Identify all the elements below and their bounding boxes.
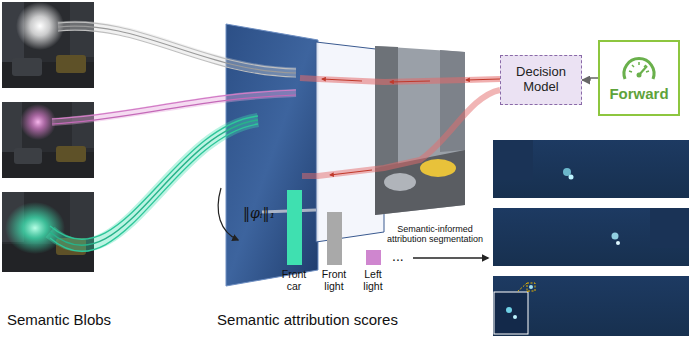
flow-arrow bbox=[390, 81, 430, 82]
building bbox=[72, 102, 94, 148]
input-panel bbox=[2, 2, 94, 88]
node-text: Forward bbox=[609, 85, 668, 102]
zoom-inset bbox=[494, 292, 528, 334]
feature-plane bbox=[316, 42, 384, 242]
arrow-label: Semantic-informed attribution segmentati… bbox=[378, 224, 492, 245]
caption-label: Semantic attribution scores bbox=[205, 311, 410, 328]
car bbox=[384, 173, 416, 191]
semantic-blob bbox=[16, 2, 64, 50]
process-box: Decision Model bbox=[500, 55, 582, 105]
panel-bg bbox=[2, 192, 94, 272]
panel-bg bbox=[493, 276, 689, 336]
norm-formula: ‖φᵢ‖₁ bbox=[243, 205, 295, 221]
speedometer-icon bbox=[619, 53, 659, 83]
flow-arrow bbox=[466, 79, 500, 80]
shade bbox=[493, 140, 533, 180]
gauge-tick bbox=[632, 65, 634, 67]
building bbox=[70, 192, 94, 238]
band-line bbox=[50, 124, 258, 251]
panel-bg bbox=[493, 208, 689, 266]
panel-bg bbox=[2, 102, 94, 178]
ellipsis-label: ... bbox=[392, 248, 418, 264]
band-line bbox=[58, 26, 296, 73]
flow-arrow bbox=[322, 79, 362, 81]
connector-arrow bbox=[582, 78, 598, 80]
semantic-blob bbox=[20, 104, 56, 140]
output-panel bbox=[493, 276, 689, 336]
band-line bbox=[50, 120, 258, 245]
gauge-tick bbox=[646, 71, 649, 72]
zoom-leader bbox=[517, 283, 528, 292]
band-line bbox=[52, 90, 296, 119]
output-panel bbox=[493, 208, 689, 266]
attribution-spot bbox=[612, 233, 619, 240]
car bbox=[12, 58, 42, 76]
attribution-spot bbox=[529, 285, 533, 289]
zoom-box bbox=[527, 283, 535, 291]
taxi bbox=[420, 159, 456, 177]
car bbox=[14, 148, 42, 164]
taxi bbox=[56, 55, 86, 73]
green-band bbox=[50, 116, 258, 251]
flow-arrow bbox=[330, 170, 372, 175]
gradient-flow bbox=[302, 90, 500, 176]
attribution-spot bbox=[616, 241, 620, 245]
taxi bbox=[56, 146, 86, 162]
segmentation-arrow bbox=[413, 257, 488, 258]
white-band bbox=[58, 22, 296, 77]
attribution-spot bbox=[563, 168, 571, 176]
gauge-hub bbox=[637, 73, 642, 78]
caption-label: Semantic Blobs bbox=[0, 311, 118, 328]
input-box: Forward bbox=[598, 40, 680, 116]
input-panel bbox=[2, 102, 94, 178]
band-line bbox=[50, 116, 258, 239]
panel-bg bbox=[493, 140, 689, 198]
shade bbox=[650, 208, 689, 248]
band bbox=[50, 120, 258, 245]
building bbox=[375, 46, 398, 168]
pink-band bbox=[52, 90, 296, 124]
bar-label: Left light bbox=[354, 268, 392, 292]
score-bar bbox=[327, 212, 342, 265]
attribution-spot bbox=[569, 175, 574, 180]
band bbox=[58, 25, 296, 72]
band-line bbox=[52, 95, 296, 124]
building bbox=[2, 102, 22, 152]
gradient-flow bbox=[300, 78, 500, 82]
gauge-arc bbox=[624, 59, 654, 79]
score-bar bbox=[366, 250, 381, 265]
band-line bbox=[58, 30, 296, 77]
input-panel bbox=[2, 192, 94, 272]
bar-label: Front car bbox=[275, 268, 313, 292]
band-line bbox=[58, 22, 296, 69]
gauge-tick bbox=[629, 71, 632, 72]
node-text: Decision Model bbox=[505, 65, 577, 95]
gauge-tick bbox=[638, 62, 640, 65]
norm-arrow bbox=[218, 188, 238, 240]
score-bar bbox=[287, 190, 302, 265]
output-panel bbox=[493, 140, 689, 198]
attribution-spot bbox=[506, 307, 512, 313]
panel-bg bbox=[2, 2, 94, 88]
bar-label: Front light bbox=[315, 268, 353, 292]
attribution-spot bbox=[513, 315, 517, 319]
